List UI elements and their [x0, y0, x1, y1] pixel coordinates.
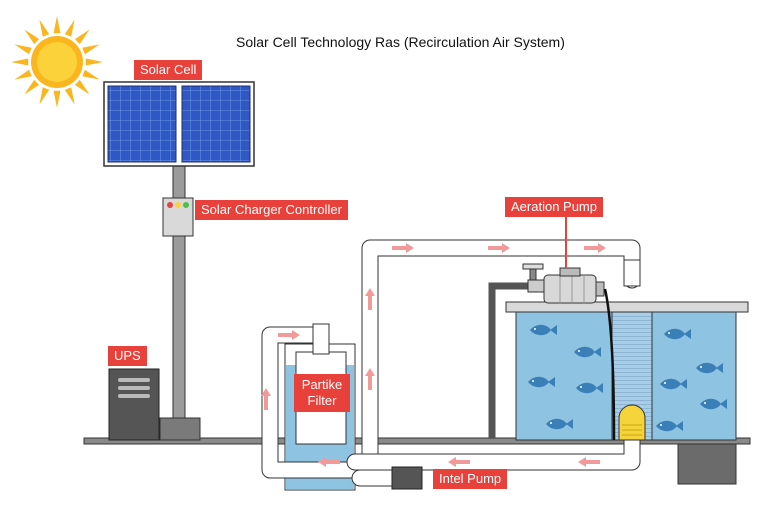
charger-controller-box [162, 197, 194, 237]
ground-line [83, 437, 751, 445]
label-solar-cell: Solar Cell [134, 60, 203, 80]
diagram-title: Solar Cell Technology Ras (Recirculation… [236, 34, 565, 50]
label-ups: UPS [108, 346, 147, 366]
label-charger-controller: Solar Charger Controller [195, 200, 348, 220]
fish-tank [505, 301, 749, 441]
ups-unit [108, 368, 160, 441]
intel-pump-body [391, 466, 423, 490]
label-filter-line2: Filter [307, 393, 337, 408]
tank-stand [677, 443, 737, 485]
label-aeration-pump: Aeration Pump [505, 197, 603, 217]
filter-inlet [312, 323, 330, 355]
solar-panel [103, 81, 255, 167]
pole-base [159, 417, 201, 441]
aeration-pump [522, 263, 616, 441]
aeration-feed-pipe [488, 282, 530, 438]
label-intel-pump: Intel Pump [433, 469, 508, 489]
label-filter-line1: Partike [301, 377, 343, 392]
pipe-outlet [623, 259, 641, 287]
sun-icon [11, 16, 103, 108]
label-filter: Partike Filter [294, 374, 350, 412]
